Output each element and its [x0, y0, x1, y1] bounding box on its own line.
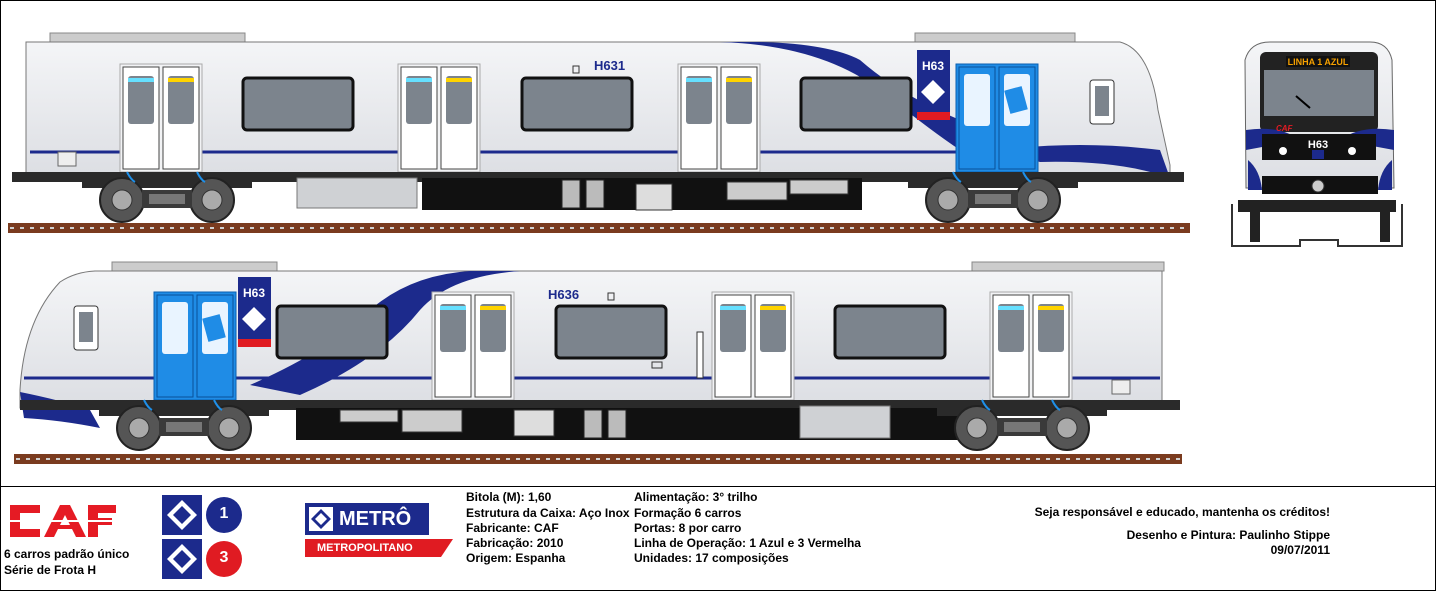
- spec-doors: Portas: 8 por carro: [634, 521, 742, 535]
- metro-logo: METRÔ METROPOLITANO: [305, 503, 455, 559]
- front-code: H63: [1308, 139, 1328, 151]
- spec-units: Unidades: 17 composições: [634, 551, 789, 565]
- credits-author: Desenho e Pintura: Paulinho Stippe: [1126, 528, 1330, 542]
- info-footer: 6 carros padrão único Série de Frota H 1…: [0, 486, 1436, 592]
- caf-logo: [6, 499, 118, 543]
- top-track: [8, 223, 1190, 233]
- spec-year: Fabricação: 2010: [466, 536, 564, 550]
- front-maker: CAF: [1276, 124, 1294, 133]
- spec-lines: Linha de Operação: 1 Azul e 3 Vermelha: [634, 536, 861, 550]
- bottom-car: H63 H636: [14, 261, 1182, 464]
- metro-logo-text: METRÔ: [339, 508, 412, 530]
- line-3-number: 3: [219, 549, 229, 566]
- bottom-cab-code: H63: [243, 286, 265, 300]
- front-destination: LINHA 1 AZUL: [1288, 57, 1349, 67]
- line-3-badge: [206, 541, 242, 577]
- train-drawing: H63 H631 LINHA 1 AZUL CAF H63: [8, 32, 1403, 464]
- bottom-car-number: H636: [548, 287, 579, 302]
- line-1-number: 1: [219, 505, 229, 522]
- front-view: LINHA 1 AZUL CAF H63: [1231, 41, 1403, 247]
- credits-date: 09/07/2011: [1270, 543, 1330, 557]
- top-car: H63 H631: [8, 32, 1190, 233]
- spec-structure: Estrutura da Caixa: Aço Inox: [466, 506, 630, 520]
- top-car-number: H631: [594, 58, 625, 73]
- spec-gauge: Bitola (M): 1,60: [466, 490, 552, 504]
- caf-caption-1: 6 carros padrão único: [4, 547, 130, 561]
- spec-power: Alimentação: 3° trilho: [634, 490, 758, 504]
- spec-manufacturer: Fabricante: CAF: [466, 521, 559, 535]
- spec-formation: Formação 6 carros: [634, 506, 742, 520]
- line-badges: 1 3: [162, 495, 246, 579]
- metro-subtitle: METROPOLITANO: [317, 542, 413, 554]
- top-cab-code: H63: [922, 59, 944, 73]
- spec-origin: Origem: Espanha: [466, 551, 566, 565]
- credits-notice: Seja responsável e educado, mantenha os …: [1034, 505, 1330, 519]
- caf-caption-2: Série de Frota H: [4, 563, 97, 577]
- line-1-badge: [206, 497, 242, 533]
